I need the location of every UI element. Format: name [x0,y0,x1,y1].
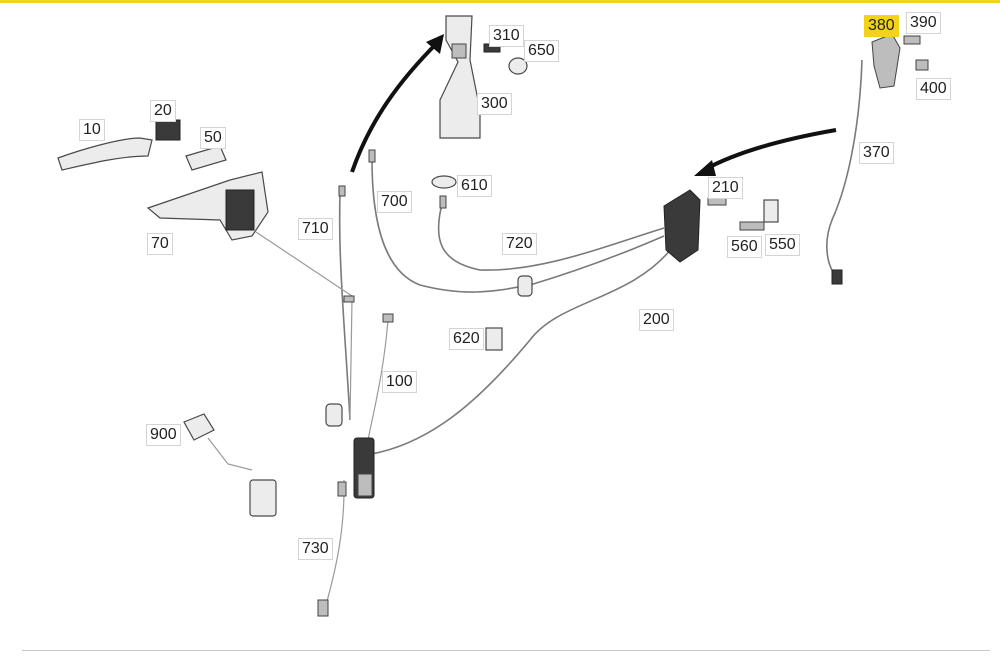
callout-100[interactable]: 100 [382,371,417,393]
cable-end [338,185,346,197]
callout-550[interactable]: 550 [765,234,800,256]
callout-200[interactable]: 200 [639,309,674,331]
part-900-connector [183,413,215,441]
part-900-wire [207,437,253,471]
part-10-handle [57,137,153,171]
bracket-hole [451,43,467,59]
callout-20[interactable]: 20 [150,100,176,122]
cable-end [368,149,376,163]
cable-end-370 [831,269,843,285]
door-lock [663,189,701,263]
part-380 [871,33,901,89]
callout-720[interactable]: 720 [502,233,537,255]
connector [337,481,347,497]
bottom-divider [22,650,990,651]
part-560-screw [739,221,765,231]
part-620-clip [485,327,503,351]
part-400-fitting [915,59,929,71]
cable-100-b [367,319,389,441]
cable-grommet [517,275,533,297]
arrow-head-left [694,160,716,176]
part-900-module [249,479,277,517]
callout-700[interactable]: 700 [377,191,412,213]
callout-560[interactable]: 560 [727,236,762,258]
cable-710 [338,194,351,421]
part-390-screw [903,35,921,45]
part-550-striker [763,199,779,223]
cable-200 [365,247,673,456]
callout-610[interactable]: 610 [457,175,492,197]
callout-900[interactable]: 900 [146,424,181,446]
callout-210[interactable]: 210 [708,177,743,199]
callout-380[interactable]: 380 [864,15,899,37]
part-650-cap [508,57,528,75]
cable-720 [437,199,665,271]
callout-390[interactable]: 390 [906,12,941,34]
cable-end-fitting [382,313,394,323]
part-300-bracket [439,15,481,139]
callout-10[interactable]: 10 [79,119,105,141]
cable-700 [371,159,665,293]
callout-620[interactable]: 620 [449,328,484,350]
callout-370[interactable]: 370 [859,142,894,164]
part-610-grommet [431,175,457,189]
callout-650[interactable]: 650 [524,40,559,62]
part-70-mechanism [225,189,255,231]
actuator-body [357,473,373,497]
part-50-cap [185,145,227,171]
callout-70[interactable]: 70 [147,233,173,255]
arrow-head-up [426,34,444,54]
rod-70-link [255,231,353,297]
part-210-screw [707,197,727,206]
flow-arrow-up [350,40,440,173]
cable-end [439,195,447,209]
flow-arrow-left [703,128,837,172]
cable-grommet [325,403,343,427]
part-20 [155,119,181,141]
cable-370 [826,59,863,279]
top-accent-bar [0,0,1000,3]
callout-50[interactable]: 50 [200,127,226,149]
callout-730[interactable]: 730 [298,538,333,560]
callout-400[interactable]: 400 [916,78,951,100]
callout-300[interactable]: 300 [477,93,512,115]
connector [317,599,329,617]
callout-710[interactable]: 710 [298,218,333,240]
cable-end-fitting [343,295,355,303]
callout-310[interactable]: 310 [489,25,524,47]
cable-100-a [349,299,353,421]
